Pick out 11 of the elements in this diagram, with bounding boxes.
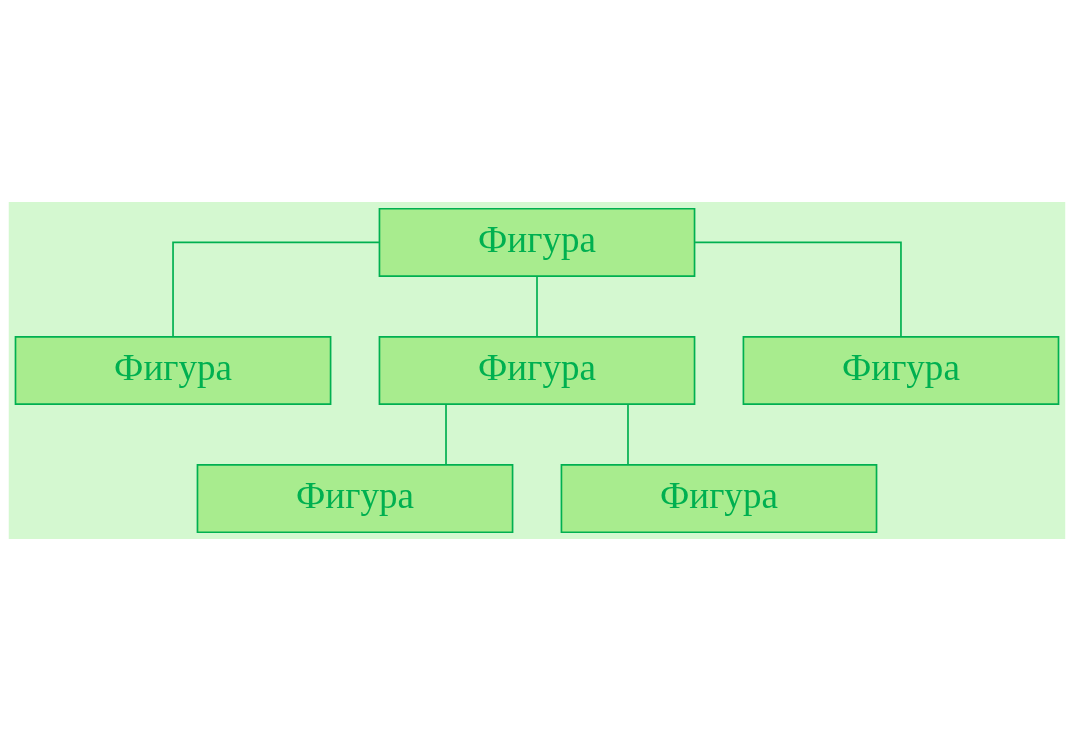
connector [172, 241, 380, 337]
node-box: Фигура [196, 463, 514, 533]
connector [627, 403, 629, 465]
connector [694, 241, 902, 337]
connector [536, 275, 538, 337]
node-box: Фигура [560, 463, 878, 533]
connector [445, 403, 447, 465]
node-box: Фигура [742, 335, 1060, 405]
node-box: Фигура [378, 207, 696, 277]
node-box: Фигура [378, 335, 696, 405]
node-box: Фигура [14, 335, 332, 405]
